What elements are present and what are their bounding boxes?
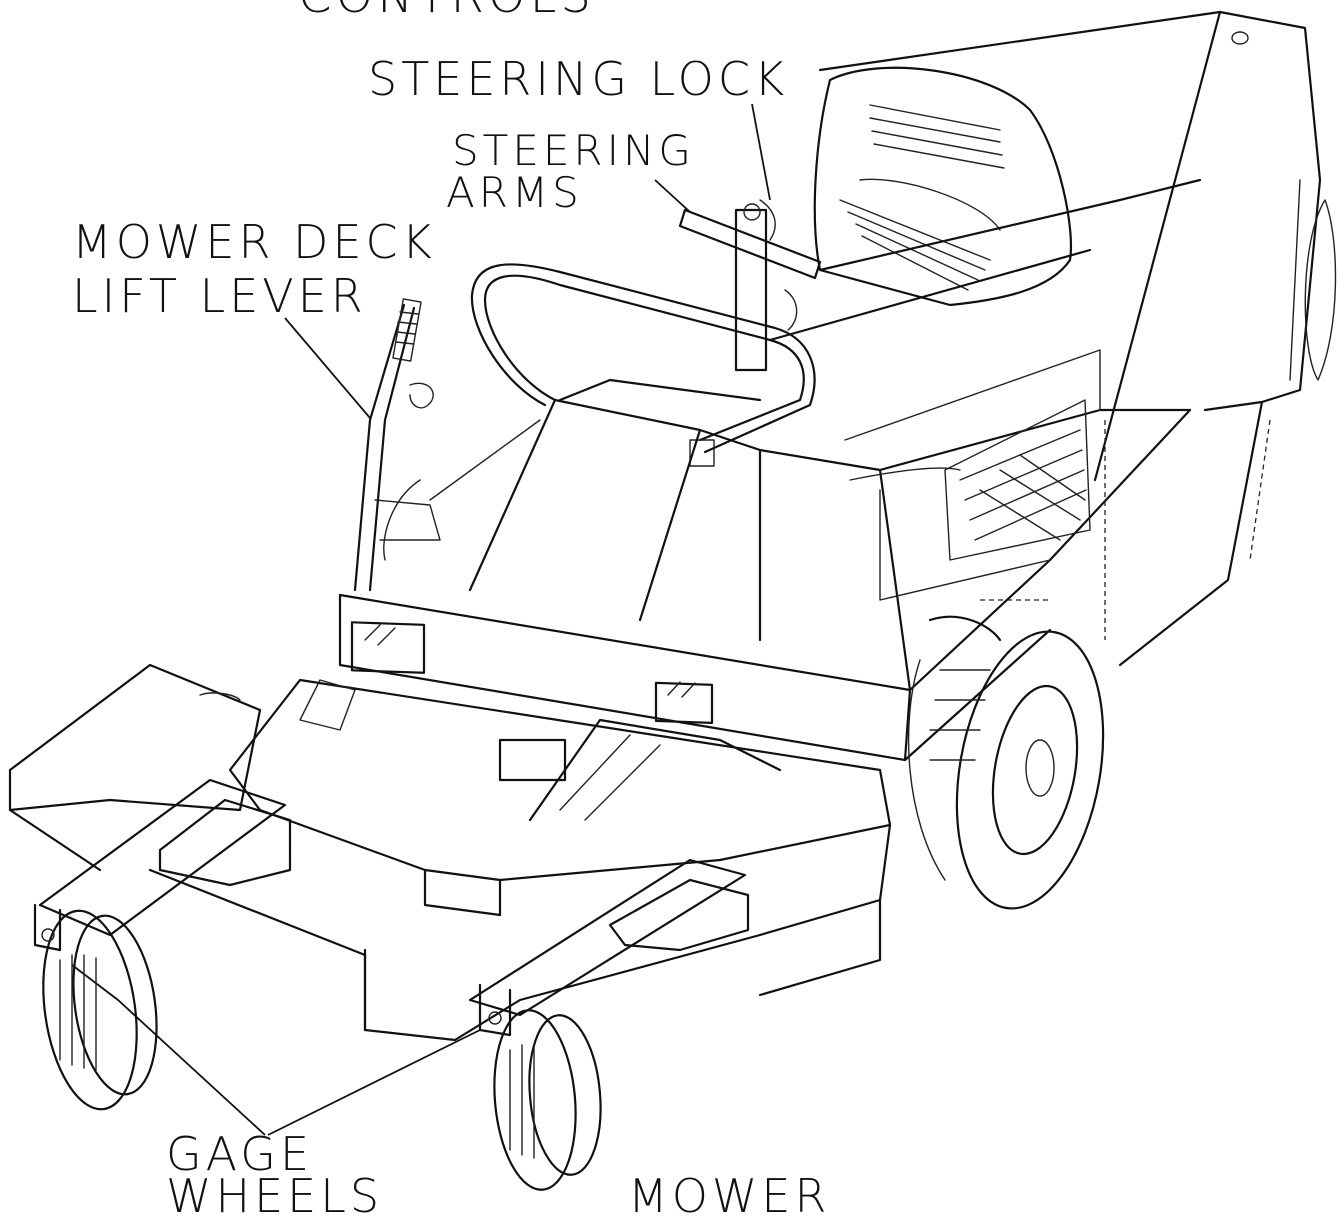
gage-wheels-label-line1: GAGE [166,1127,313,1181]
lift-lever [353,298,441,592]
chassis [338,178,1202,762]
lift-lever-leader [284,317,371,419]
rear-body [818,10,1337,667]
mower-label: MOWER [628,1169,830,1217]
steering-assembly [678,199,822,372]
steering-arms-label-line2: ARMS [446,168,583,217]
leader-lines [71,103,771,1136]
gage-wheel-left [33,903,158,1111]
gage-wheel-arms [38,778,750,1017]
steering-lock-leader [751,103,771,201]
gage-wheel-right [478,983,602,1191]
sketch-dashes [980,419,1271,640]
lift-lever-label-line2: LIFT LEVER [72,269,367,323]
gage-wheel-left-leader [71,964,266,1136]
controls-heading: CONTROLS [298,0,595,24]
mower-deck [8,663,892,1042]
rear-wheel [907,615,1105,910]
steering-arms-leader [654,179,691,213]
handle-bar [470,263,816,467]
gage-wheel-right-leader [267,1029,481,1136]
front-plate [350,621,714,724]
gage-wheels-label-line2: WHEELS [166,1169,383,1217]
steering-arms-label-line1: STEERING [452,126,695,175]
lift-lever-label-line1: MOWER DECK [72,215,436,269]
steering-lock-label: STEERING LOCK [368,52,788,106]
seat [813,66,1073,307]
